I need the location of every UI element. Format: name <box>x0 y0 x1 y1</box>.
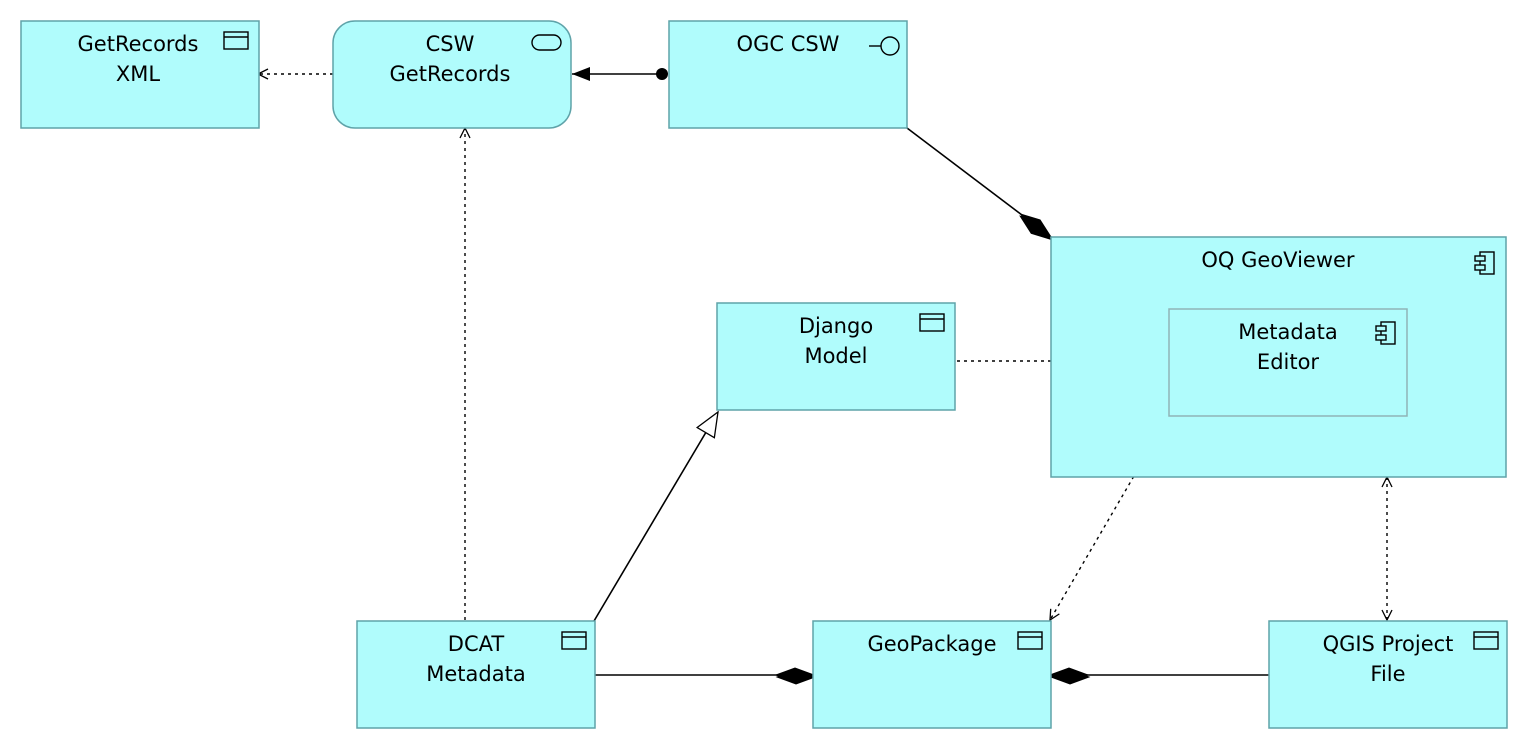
data-object-icon <box>1473 631 1499 650</box>
element-label: OGC CSW <box>737 32 840 56</box>
element-label: QGIS Project <box>1323 632 1454 656</box>
element-label: DCAT <box>448 632 505 656</box>
component-icon <box>1375 321 1396 345</box>
data-object-icon <box>1017 631 1043 650</box>
element-label: Model <box>804 344 867 368</box>
element-label: Metadata <box>426 662 525 686</box>
data-object-icon <box>223 31 249 50</box>
element-label: Metadata <box>1238 320 1337 344</box>
element-geopackage[interactable]: GeoPackage <box>812 620 1052 729</box>
element-label: XML <box>116 62 161 86</box>
service-icon <box>531 34 562 51</box>
data-object-icon <box>561 631 587 650</box>
element-label: GetRecords <box>78 32 199 56</box>
element-label: GetRecords <box>390 62 511 86</box>
element-label: File <box>1370 662 1405 686</box>
element-getrecords-xml[interactable]: GetRecords XML <box>20 20 260 129</box>
data-object-icon <box>919 313 945 332</box>
element-qgis-project-file[interactable]: QGIS Project File <box>1268 620 1508 729</box>
component-icon <box>1474 251 1495 275</box>
element-label: Django <box>799 314 873 338</box>
element-ogc-csw[interactable]: OGC CSW <box>668 20 908 129</box>
composition-relation-geoviewer-ogc-csw[interactable] <box>906 127 1053 241</box>
element-django-model[interactable]: Django Model <box>716 302 956 411</box>
element-label: OQ GeoViewer <box>1201 248 1355 272</box>
element-label: CSW <box>426 32 475 56</box>
interface-icon <box>869 36 900 56</box>
element-label: GeoPackage <box>867 632 996 656</box>
access-relation-metadata-editor-geopackage[interactable] <box>1050 416 1169 620</box>
element-dcat-metadata[interactable]: DCAT Metadata <box>356 620 596 729</box>
specialization-relation-dcat-to-django[interactable] <box>593 410 719 622</box>
element-metadata-editor[interactable]: Metadata Editor <box>1168 308 1408 417</box>
element-csw-getrecords[interactable]: CSW GetRecords <box>332 20 572 129</box>
element-label: Editor <box>1257 350 1320 374</box>
